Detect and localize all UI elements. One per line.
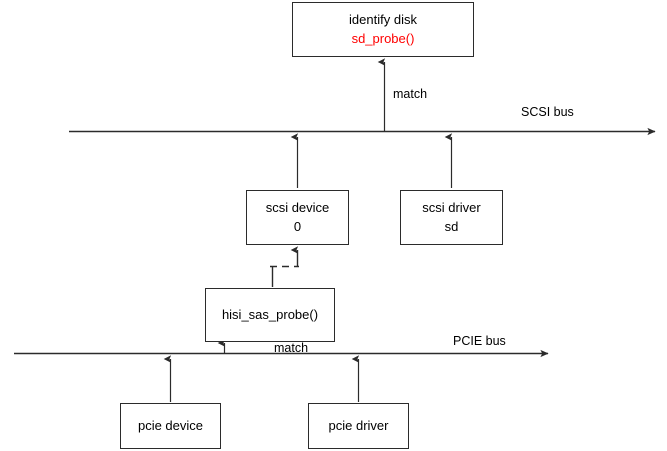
box-identify-disk[interactable]: identify disk sd_probe() bbox=[292, 2, 474, 57]
box-identify-disk-line1: identify disk bbox=[349, 11, 417, 27]
label-scsi-match: match bbox=[393, 87, 428, 101]
label-pcie-match: match bbox=[274, 341, 309, 355]
box-pcie-device[interactable]: pcie device bbox=[120, 403, 221, 449]
box-hisi-sas-probe-line1: hisi_sas_probe() bbox=[221, 306, 319, 322]
box-scsi-device-line1: scsi device bbox=[265, 199, 330, 215]
label-pcie-bus: PCIE bus bbox=[453, 334, 506, 348]
box-scsi-device-line2: 0 bbox=[293, 218, 302, 234]
box-scsi-driver-line2: sd bbox=[444, 218, 459, 234]
box-scsi-driver-line1: scsi driver bbox=[422, 199, 481, 215]
box-scsi-device[interactable]: scsi device 0 bbox=[246, 190, 349, 245]
box-hisi-sas-probe[interactable]: hisi_sas_probe() bbox=[205, 288, 335, 342]
label-scsi-bus: SCSI bus bbox=[521, 105, 574, 119]
box-pcie-driver-line1: pcie driver bbox=[328, 417, 389, 433]
box-scsi-driver[interactable]: scsi driver sd bbox=[400, 190, 503, 245]
box-identify-disk-line2: sd_probe() bbox=[351, 30, 415, 46]
box-pcie-device-line1: pcie device bbox=[137, 417, 204, 433]
box-pcie-driver[interactable]: pcie driver bbox=[308, 403, 409, 449]
